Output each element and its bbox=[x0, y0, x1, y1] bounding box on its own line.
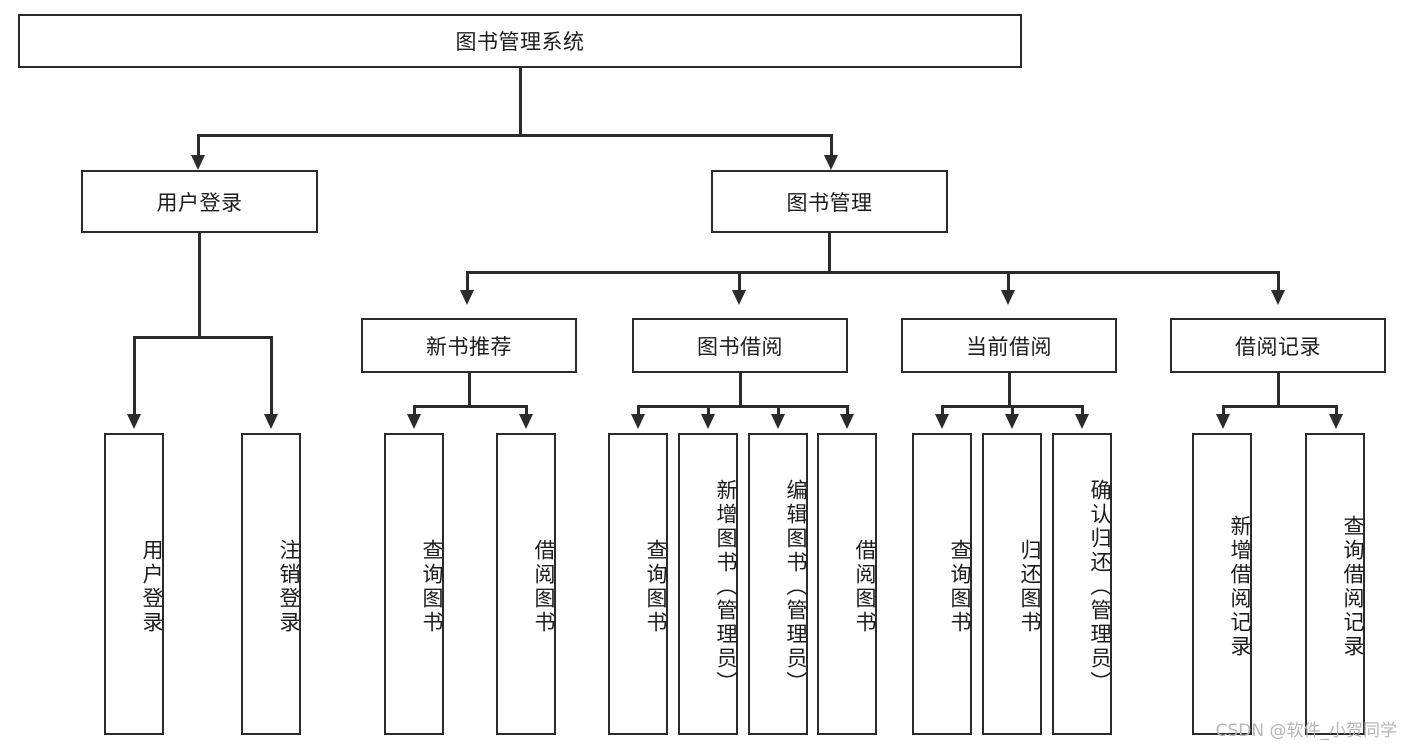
node-label: 用户登录 bbox=[156, 190, 243, 215]
arrow-level3-1 bbox=[732, 290, 746, 305]
node-label: 归还图书 bbox=[1018, 539, 1042, 635]
connector-userlogin-drop-1 bbox=[270, 336, 273, 416]
connector-level3-drop-0 bbox=[466, 271, 469, 293]
leaf-edit-book-admin[interactable]: 编辑图书（管理员） bbox=[748, 433, 808, 735]
connector-level3-drop-3 bbox=[1277, 271, 1280, 293]
connector-level3-bus bbox=[466, 271, 1280, 274]
node-current-borrow[interactable]: 当前借阅 bbox=[901, 318, 1117, 373]
node-label: 确认归还（管理员） bbox=[1088, 479, 1112, 695]
node-label: 查询借阅记录 bbox=[1341, 515, 1365, 659]
connector-newbook-bus bbox=[413, 405, 525, 408]
arrow-leaf-confirm-return bbox=[1075, 414, 1089, 429]
node-label: 新增借阅记录 bbox=[1228, 515, 1252, 659]
connector-currentborrow-drop-0 bbox=[941, 405, 944, 417]
connector-bookborrow-drop-1 bbox=[707, 405, 710, 417]
connector-userlogin-bus bbox=[133, 336, 270, 339]
connector-newbook-drop-1 bbox=[525, 405, 528, 417]
node-label: 新书推荐 bbox=[426, 334, 512, 359]
leaf-add-borrow-record[interactable]: 新增借阅记录 bbox=[1192, 433, 1252, 735]
node-root[interactable]: 图书管理系统 bbox=[18, 14, 1022, 68]
node-label: 借阅图书 bbox=[853, 539, 877, 635]
node-label: 借阅图书 bbox=[532, 539, 556, 635]
leaf-confirm-return-admin[interactable]: 确认归还（管理员） bbox=[1052, 433, 1112, 735]
node-label: 查询图书 bbox=[644, 539, 668, 635]
arrow-level3-3 bbox=[1271, 290, 1285, 305]
leaf-query-book-borrow[interactable]: 查询图书 bbox=[608, 433, 668, 735]
connector-borrowrecord-drop-1 bbox=[1335, 405, 1338, 417]
csdn-watermark: CSDN @软件_小贺同学 bbox=[1215, 721, 1397, 741]
connector-level3-drop-2 bbox=[1007, 271, 1010, 293]
leaf-return-book[interactable]: 归还图书 bbox=[982, 433, 1042, 735]
arrow-leaf-add-record bbox=[1216, 414, 1230, 429]
leaf-query-borrow-record[interactable]: 查询借阅记录 bbox=[1305, 433, 1365, 735]
connector-newbook-drop-0 bbox=[413, 405, 416, 417]
arrow-level3-0 bbox=[460, 290, 474, 305]
arrow-leaf-query-book-2 bbox=[631, 414, 645, 429]
leaf-user-login[interactable]: 用户登录 bbox=[104, 433, 164, 735]
node-new-book-recommend[interactable]: 新书推荐 bbox=[361, 318, 577, 373]
connector-newbook-stem bbox=[468, 373, 471, 407]
node-label: 图书管理系统 bbox=[455, 30, 585, 54]
node-label: 图书管理 bbox=[786, 190, 873, 215]
leaf-add-book-admin[interactable]: 新增图书（管理员） bbox=[678, 433, 738, 735]
node-borrow-record[interactable]: 借阅记录 bbox=[1170, 318, 1386, 373]
node-label: 查询图书 bbox=[420, 539, 444, 635]
leaf-borrow-book-newbook[interactable]: 借阅图书 bbox=[496, 433, 556, 735]
connector-bookmgmt-stem bbox=[828, 233, 831, 273]
arrow-leaf-user-login bbox=[127, 414, 141, 429]
arrow-leaf-borrow-book-1 bbox=[519, 414, 533, 429]
arrow-leaf-add-book bbox=[701, 414, 715, 429]
connector-userlogin-stem bbox=[198, 233, 201, 338]
node-label: 编辑图书（管理员） bbox=[784, 479, 808, 695]
arrow-leaf-query-book-1 bbox=[407, 414, 421, 429]
connector-level2-drop-1 bbox=[830, 134, 833, 160]
connector-borrowrecord-bus bbox=[1222, 405, 1335, 408]
arrow-leaf-edit-book bbox=[771, 414, 785, 429]
arrow-leaf-return-book bbox=[1005, 414, 1019, 429]
node-label: 当前借阅 bbox=[966, 334, 1052, 359]
node-label: 图书借阅 bbox=[697, 334, 783, 359]
connector-borrowrecord-stem bbox=[1277, 373, 1280, 407]
node-user-login[interactable]: 用户登录 bbox=[81, 170, 318, 233]
connector-currentborrow-stem bbox=[1008, 373, 1011, 407]
connector-root-stem bbox=[519, 68, 522, 136]
connector-level2-bus bbox=[197, 134, 833, 137]
connector-bookborrow-bus bbox=[637, 405, 848, 408]
node-label: 借阅记录 bbox=[1235, 334, 1321, 359]
connector-bookborrow-stem bbox=[739, 373, 742, 407]
arrow-leaf-query-record bbox=[1329, 414, 1343, 429]
connector-userlogin-drop-0 bbox=[133, 336, 136, 416]
leaf-logout[interactable]: 注销登录 bbox=[241, 433, 301, 735]
connector-currentborrow-drop-2 bbox=[1081, 405, 1084, 417]
node-label: 用户登录 bbox=[140, 539, 164, 635]
connector-bookborrow-drop-0 bbox=[637, 405, 640, 417]
arrow-leaf-query-book-3 bbox=[935, 414, 949, 429]
node-label: 新增图书（管理员） bbox=[714, 479, 738, 695]
connector-level2-drop-0 bbox=[197, 134, 200, 160]
node-book-management[interactable]: 图书管理 bbox=[711, 170, 948, 233]
arrow-leaf-borrow-book-2 bbox=[840, 414, 854, 429]
connector-bookborrow-drop-2 bbox=[777, 405, 780, 417]
leaf-borrow-book-borrow[interactable]: 借阅图书 bbox=[817, 433, 877, 735]
node-book-borrow[interactable]: 图书借阅 bbox=[632, 318, 848, 373]
arrow-leaf-logout bbox=[264, 414, 278, 429]
leaf-query-book-newbook[interactable]: 查询图书 bbox=[384, 433, 444, 735]
arrow-level3-2 bbox=[1001, 290, 1015, 305]
arrow-level2-1 bbox=[824, 155, 838, 170]
connector-borrowrecord-drop-0 bbox=[1222, 405, 1225, 417]
node-label: 注销登录 bbox=[277, 539, 301, 635]
connector-level3-drop-1 bbox=[738, 271, 741, 293]
arrow-level2-0 bbox=[191, 155, 205, 170]
connector-bookborrow-drop-3 bbox=[846, 405, 849, 417]
connector-currentborrow-drop-1 bbox=[1011, 405, 1014, 417]
node-label: 查询图书 bbox=[948, 539, 972, 635]
leaf-query-book-current[interactable]: 查询图书 bbox=[912, 433, 972, 735]
